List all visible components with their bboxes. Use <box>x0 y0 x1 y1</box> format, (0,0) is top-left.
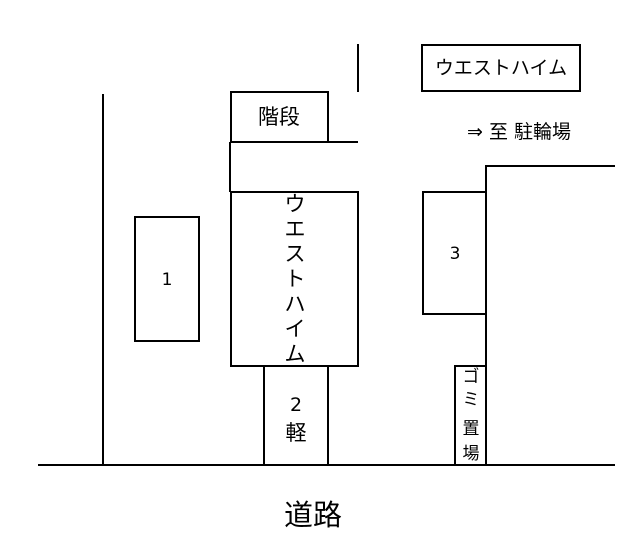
parking-space-1 <box>134 216 200 342</box>
vertical-char: イ <box>285 317 306 341</box>
west-heim-sign-box <box>421 44 581 92</box>
vertical-char: エ <box>285 217 306 241</box>
vertical-char: 場 <box>463 444 480 464</box>
parking-space-2-type: 軽 <box>286 421 307 445</box>
parking-space-2-number: 2 <box>290 394 302 416</box>
vertical-char: ム <box>285 342 306 366</box>
vertical-char: ゴ <box>463 366 480 387</box>
parking-space-1-label: 1 <box>162 270 173 290</box>
right-building-outline <box>485 165 615 465</box>
vertical-char: ウ <box>285 192 306 216</box>
west-heim-sign-text: ウエストハイム <box>435 57 567 79</box>
vertical-char: 置 <box>463 419 480 439</box>
stairs-label: 階段 <box>258 105 300 129</box>
parking-space-3-label: 3 <box>450 244 461 264</box>
parking-space-2 <box>263 365 329 466</box>
road-label: 道路 <box>284 498 342 532</box>
vertical-char: ミ <box>463 390 480 410</box>
bicycle-parking-direction: ⇒ 至 駐輪場 <box>467 121 571 143</box>
main-building-vertical-label: ウ エ ス ト ハ イ ム <box>285 192 306 366</box>
vertical-char: ハ <box>285 292 306 316</box>
stairs-box <box>230 91 329 143</box>
parking-space-3 <box>422 191 487 315</box>
vertical-char: ス <box>285 242 306 266</box>
garbage-area-vertical-label: ゴ ミ 置 場 <box>463 366 480 464</box>
vertical-char: ト <box>285 267 306 291</box>
garbage-area-box <box>454 365 487 466</box>
